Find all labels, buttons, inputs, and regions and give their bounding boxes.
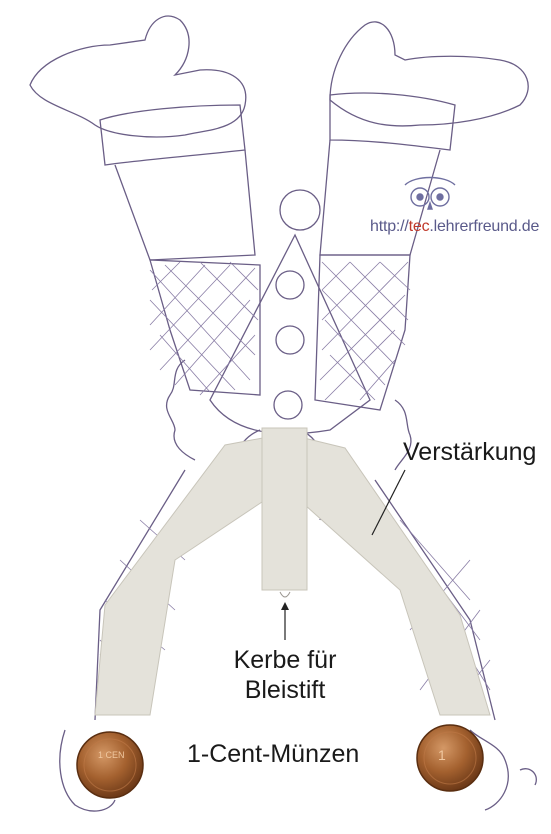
notch-label-line2: Bleistift <box>210 675 360 705</box>
coin-left <box>77 732 143 798</box>
coin-right <box>417 725 483 791</box>
coin-right-text: 1 <box>438 747 446 763</box>
notch-label: Kerbe für Bleistift <box>210 645 360 705</box>
url-suffix: .lehrerfreund.de <box>429 218 539 235</box>
url-prefix: http:// <box>370 218 409 235</box>
url-middle: tec <box>409 218 430 235</box>
owl-logo-icon <box>405 178 455 210</box>
pencil-notch <box>280 592 290 597</box>
coins-label: 1-Cent-Münzen <box>187 740 359 769</box>
reinforcement-label: Verstärkung <box>403 438 536 467</box>
notch-label-line1: Kerbe für <box>210 645 360 675</box>
up-arrow-icon <box>281 602 289 640</box>
coin-left-text: 1 CEN <box>98 750 125 760</box>
watermark-url: http://tec.lehrerfreund.de <box>370 218 539 236</box>
